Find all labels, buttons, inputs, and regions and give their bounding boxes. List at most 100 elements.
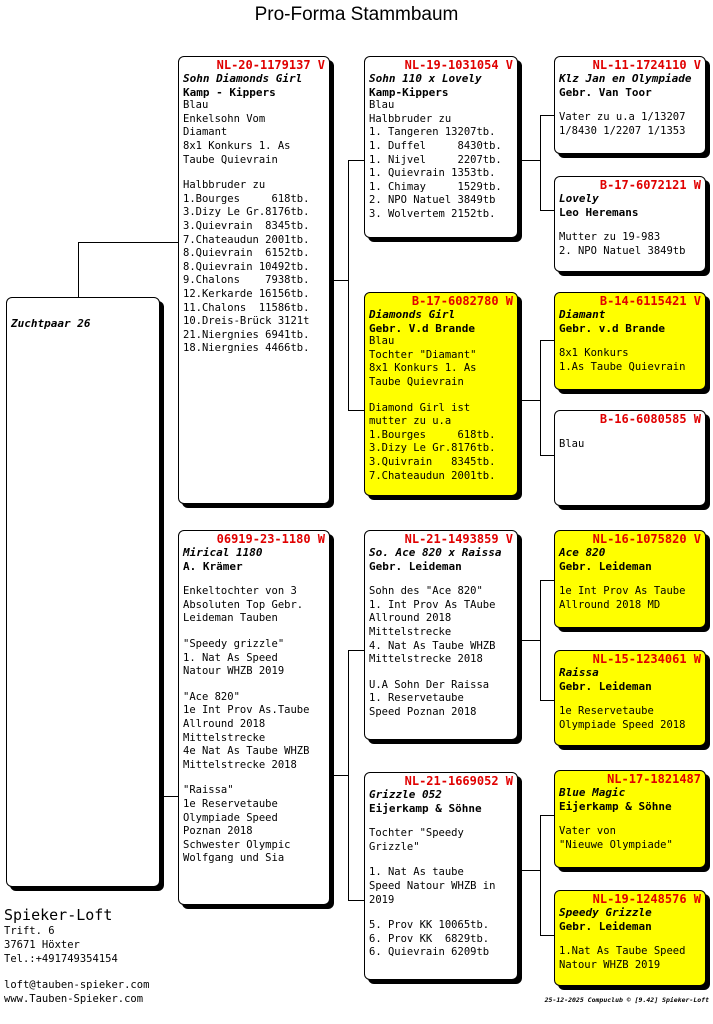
- spacer: [183, 772, 325, 784]
- pigeon-info-line: 9.Chalons 7938tb.: [183, 274, 310, 287]
- connector: [540, 815, 541, 935]
- footer-credit: 25-12-2025 Compuclub © [9.42] Spieker-Lo…: [544, 996, 709, 1004]
- spacer: [183, 167, 325, 179]
- ring-number: NL-19-1248576 W: [592, 892, 701, 906]
- contact-email[interactable]: loft@tauben-spieker.com: [4, 979, 150, 991]
- pigeon-info-line: Grizzle": [369, 840, 420, 853]
- pigeon-info-line: 10.Dreis-Brück 3121t: [183, 315, 310, 328]
- pigeon-info-line: 8x1 Konkurs: [559, 347, 629, 360]
- pigeon-info-line: 2. NPO Natuel 3849tb: [369, 194, 496, 207]
- spacer: [369, 667, 513, 679]
- pigeon-info-line: Natour WHZB 2019: [183, 665, 285, 678]
- spacer: [559, 573, 701, 585]
- pigeon-info-line: 4e Nat As Taube WHZB: [183, 745, 310, 758]
- connector: [348, 160, 364, 161]
- pigeon-info-line: 1. Int Prov As TAube: [369, 598, 496, 611]
- pigeon-info-line: "Speedy grizzle": [183, 637, 285, 650]
- pigeon-info-line: Halbbruder zu: [183, 179, 266, 192]
- ring-number: NL-21-1493859 V: [404, 532, 513, 546]
- pigeon-info-line: 5. Prov KK 10065tb.: [369, 919, 490, 932]
- pigeon-info-line: 1. Nijvel 2207tb.: [369, 153, 502, 166]
- pigeon-info-line: 1. Tangeren 13207tb.: [369, 126, 496, 139]
- pigeon-info-line: Mittelstrecke 2018: [369, 653, 483, 666]
- pigeon-info-line: 6. Quievrain 6209tb: [369, 946, 490, 959]
- connector: [540, 455, 554, 456]
- pigeon-owner: Gebr. Leideman: [369, 559, 462, 573]
- pigeon-info-line: Vater von: [559, 825, 616, 838]
- pedigree-root-box: Zuchtpaar 26: [6, 297, 160, 887]
- connector: [348, 650, 349, 900]
- pigeon-owner: Eijerkamp & Söhne: [559, 799, 672, 813]
- pigeon-info-line: Diamond Girl ist: [369, 401, 471, 414]
- pigeon-info-line: 8x1 Konkurs 1. As: [369, 362, 477, 375]
- pigeon-info-line: Speed Natour WHZB in: [369, 879, 496, 892]
- pigeon-name: Raissa: [559, 666, 599, 679]
- contact-block: Spieker-Loft Trift. 6 37671 Höxter Tel.:…: [4, 906, 149, 1006]
- connector: [540, 580, 554, 581]
- pigeon-info-line: Allround 2018: [369, 612, 452, 625]
- pigeon-name: Grizzle 052: [369, 788, 442, 801]
- pigeon-info-line: Absoluten Top Gebr.: [183, 598, 304, 611]
- pigeon-info-line: Olympiade Speed 2018: [559, 718, 686, 731]
- pigeon-info-line: 7.Chateaudun 2001tb.: [183, 233, 310, 246]
- pigeon-info-line: 1. Nat As taube: [369, 866, 464, 879]
- root-name: Zuchtpaar 26: [11, 317, 91, 330]
- pigeon-info-line: Mittelstrecke: [369, 625, 452, 638]
- pigeon-info-line: Diamant: [183, 126, 228, 139]
- connector: [540, 580, 541, 700]
- connector: [540, 340, 554, 341]
- connector: [540, 815, 554, 816]
- contact-web[interactable]: www.Tauben-Spieker.com: [4, 993, 144, 1005]
- pigeon-info-line: Enkelsohn Vom: [183, 112, 266, 125]
- pigeon-info-line: "Raissa": [183, 784, 234, 797]
- pigeon-name: So. Ace 820 x Raissa: [369, 546, 502, 559]
- ring-number: NL-11-1724110 V: [592, 58, 701, 72]
- connector: [540, 115, 541, 210]
- pigeon-info-line: Sohn des "Ace 820": [369, 585, 483, 598]
- pigeon-info-line: Poznan 2018: [183, 825, 253, 838]
- pigeon-info-line: 18.Niergnies 4466tb.: [183, 342, 310, 355]
- pigeon-info-line: Blau: [183, 99, 209, 112]
- pigeon-info-line: Tochter "Diamant": [369, 348, 477, 361]
- pigeon-info-line: Tochter "Speedy: [369, 827, 464, 840]
- spacer: [183, 626, 325, 638]
- pigeon-info-line: 1.As Taube Quievrain: [559, 360, 686, 373]
- page-title: Pro-Forma Stammbaum: [254, 4, 459, 25]
- pigeon-info-line: Allround 2018: [183, 717, 266, 730]
- pigeon-info-line: Vater zu u.a 1/13207: [559, 111, 686, 124]
- pigeon-owner: Leo Heremans: [559, 205, 639, 219]
- connector: [518, 870, 540, 871]
- pigeon-info-line: 8x1 Konkurs 1. As: [183, 139, 291, 152]
- contact-city: 37671 Höxter: [4, 939, 80, 951]
- pigeon-info-line: 11.Chalons 11586tb.: [183, 301, 310, 314]
- pigeon-name: Speedy Grizzle: [559, 906, 652, 919]
- pigeon-info-line: Mutter zu 19-983: [559, 231, 661, 244]
- pigeon-owner: Kamp-Kippers: [369, 85, 449, 99]
- ring-number: NL-19-1031054 V: [404, 58, 513, 72]
- pigeon-info-line: 1.Nat As Taube Speed: [559, 945, 686, 958]
- pigeon-name: Blue Magic: [559, 786, 626, 799]
- pigeon-owner: A. Krämer: [183, 559, 243, 573]
- ring-number: NL-15-1234061 W: [592, 652, 701, 666]
- ring-number: NL-21-1669052 W: [404, 774, 513, 788]
- pigeon-owner: Gebr. Leideman: [559, 919, 652, 933]
- pigeon-owner: Gebr. Van Toor: [559, 85, 652, 99]
- connector: [330, 775, 348, 776]
- spacer: [559, 426, 701, 438]
- pigeon-info-line: 1. Nat As Speed: [183, 651, 278, 664]
- pigeon-info-line: 3.Quivrain 8345tb.: [369, 455, 496, 468]
- pigeon-name: Diamonds Girl: [369, 308, 456, 321]
- connector: [540, 700, 554, 701]
- connector: [518, 160, 540, 161]
- pigeon-info-line: 8.Quievrain 10492tb.: [183, 260, 310, 273]
- ring-number: NL-20-1179137 V: [216, 58, 325, 72]
- pigeon-info-line: mutter zu u.a: [369, 415, 452, 428]
